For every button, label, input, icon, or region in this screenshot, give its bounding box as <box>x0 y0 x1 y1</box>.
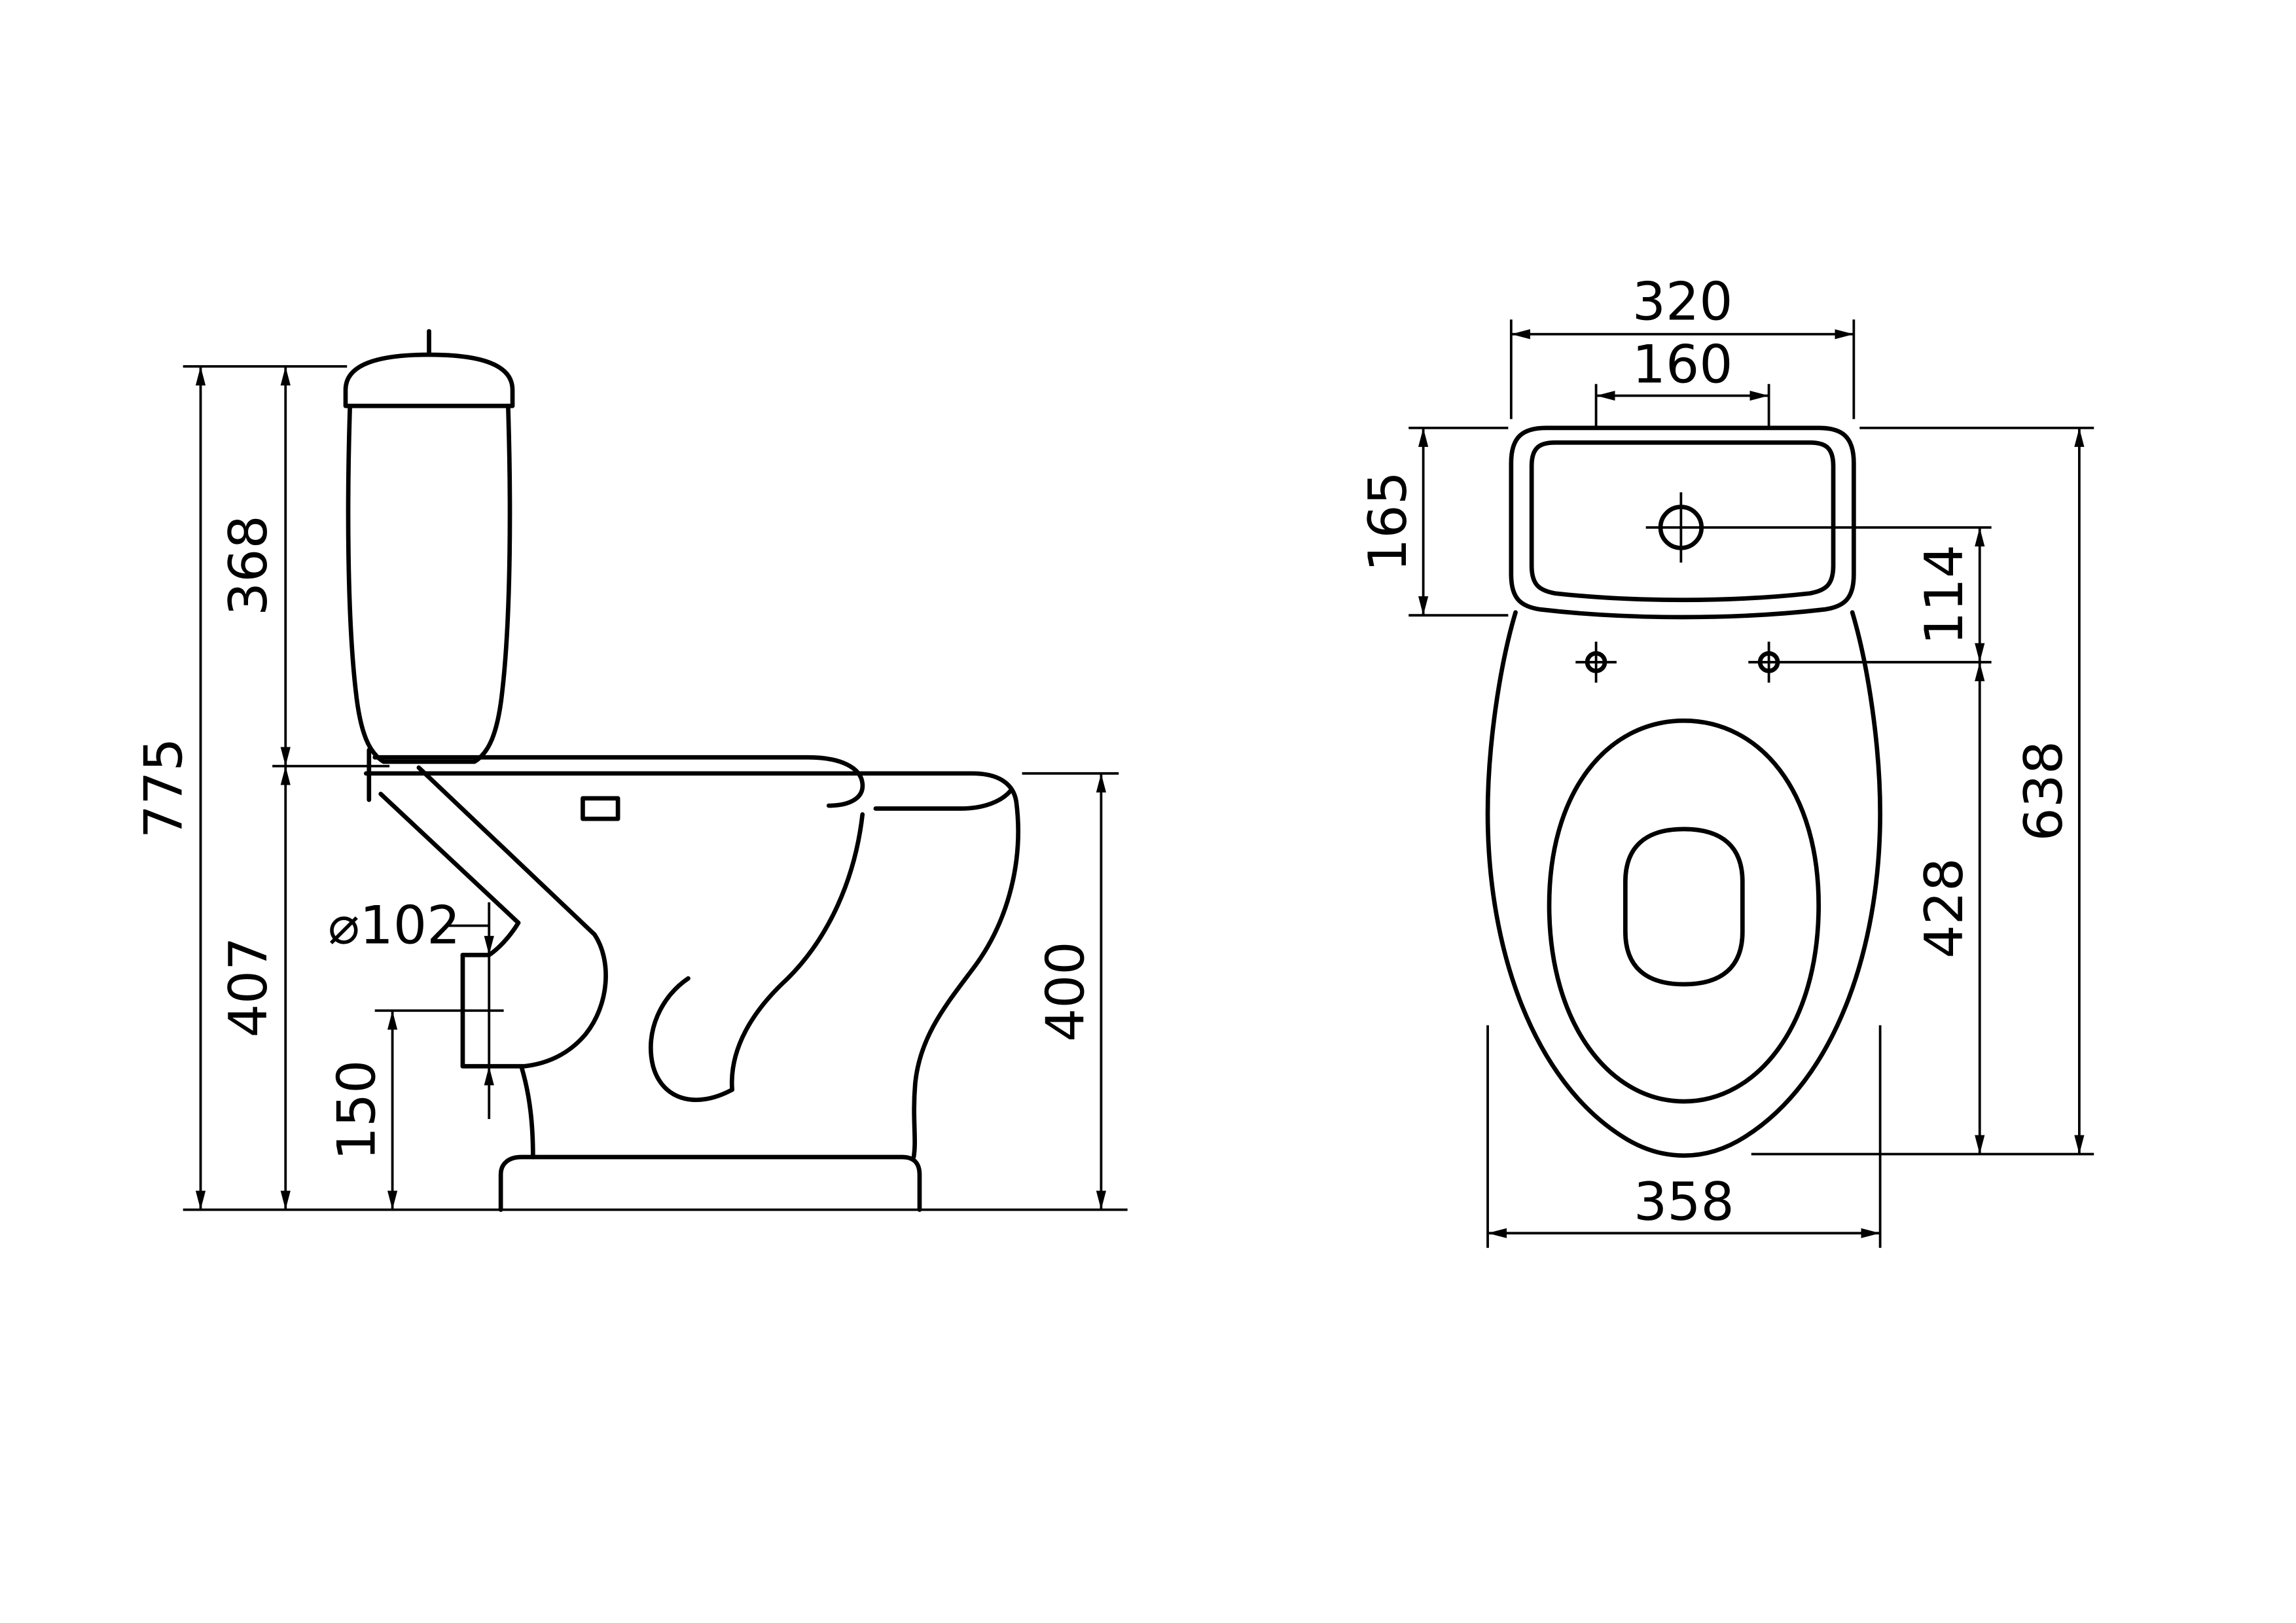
hinge-block <box>581 796 620 821</box>
dim-valve-to-hinge-offset: 114 <box>1913 527 1985 662</box>
bowl-outer <box>1485 610 1882 1158</box>
bowl-rim-profile <box>363 771 1020 1160</box>
hole-left-crosshair <box>1575 641 1617 683</box>
dim-label-bowl-section-height: 407 <box>217 937 279 1038</box>
dim-label-overall-depth: 638 <box>2013 741 2074 842</box>
dim-cistern-width: 320 <box>1511 270 1854 340</box>
dim-label-valve-to-hinge-offset: 114 <box>1913 544 1975 645</box>
top-view-outline <box>1485 425 1882 1158</box>
trap-elbow-outer <box>522 932 608 1069</box>
dim-cistern-height: 368 <box>217 366 291 766</box>
cistern-outer <box>1509 425 1856 620</box>
dim-label-fixing-hole-spacing: 160 <box>1632 333 1733 395</box>
dim-label-outlet-center-height: 150 <box>326 1060 387 1161</box>
dim-label-cistern-width: 320 <box>1632 270 1733 332</box>
rim-underside-line <box>873 789 1013 811</box>
dim-rim-height: 400 <box>1035 773 1107 1210</box>
side-view-outline <box>343 329 1020 1212</box>
pedestal-base <box>498 1154 922 1212</box>
top-view-dimensions: 320 160 165 114 428 638 <box>1357 270 2094 1248</box>
dim-cistern-depth: 165 <box>1357 427 1429 616</box>
trap-elbow-inner <box>486 920 521 957</box>
trapway-curve-front <box>729 812 865 1092</box>
trapway-curve-back <box>649 976 734 1102</box>
seat-ring <box>1547 718 1821 1104</box>
dim-label-hinge-to-front-depth: 428 <box>1913 858 1975 959</box>
flush-channel-lower-line <box>378 791 521 925</box>
dim-bowl-section-height: 407 <box>217 766 291 1210</box>
dim-overall-depth: 638 <box>2013 427 2085 1154</box>
dim-bowl-width: 358 <box>1488 1171 1880 1238</box>
top-view: 320 160 165 114 428 638 <box>1357 270 2094 1248</box>
side-view-dimensions: 775 368 407 150 ⌀102 <box>132 365 1128 1211</box>
dim-hinge-to-front-depth: 428 <box>1913 662 1985 1154</box>
dim-label-overall-height: 775 <box>132 738 194 838</box>
dim-label-cistern-depth: 165 <box>1357 471 1418 572</box>
dim-outlet-center-height: 150 <box>326 1010 398 1210</box>
dim-label-cistern-height: 368 <box>217 515 279 616</box>
dim-label-outlet-diameter: ⌀102 <box>328 894 460 955</box>
seat-lid-profile <box>372 755 865 808</box>
cistern-body <box>346 403 512 764</box>
dim-outlet-diameter: ⌀102 <box>328 894 494 1119</box>
pedestal-back-line <box>519 1063 535 1160</box>
cistern-lid <box>343 352 515 408</box>
dim-label-bowl-width: 358 <box>1634 1171 1734 1232</box>
dim-label-rim-height: 400 <box>1035 941 1096 1042</box>
side-view: 775 368 407 150 ⌀102 <box>132 329 1128 1212</box>
flush-channel-upper-line <box>416 765 597 937</box>
dim-fixing-hole-spacing: 160 <box>1596 333 1769 401</box>
cistern-inner <box>1529 440 1836 603</box>
bowl-inner-opening <box>1623 827 1745 987</box>
dim-overall-height: 775 <box>132 366 206 1210</box>
